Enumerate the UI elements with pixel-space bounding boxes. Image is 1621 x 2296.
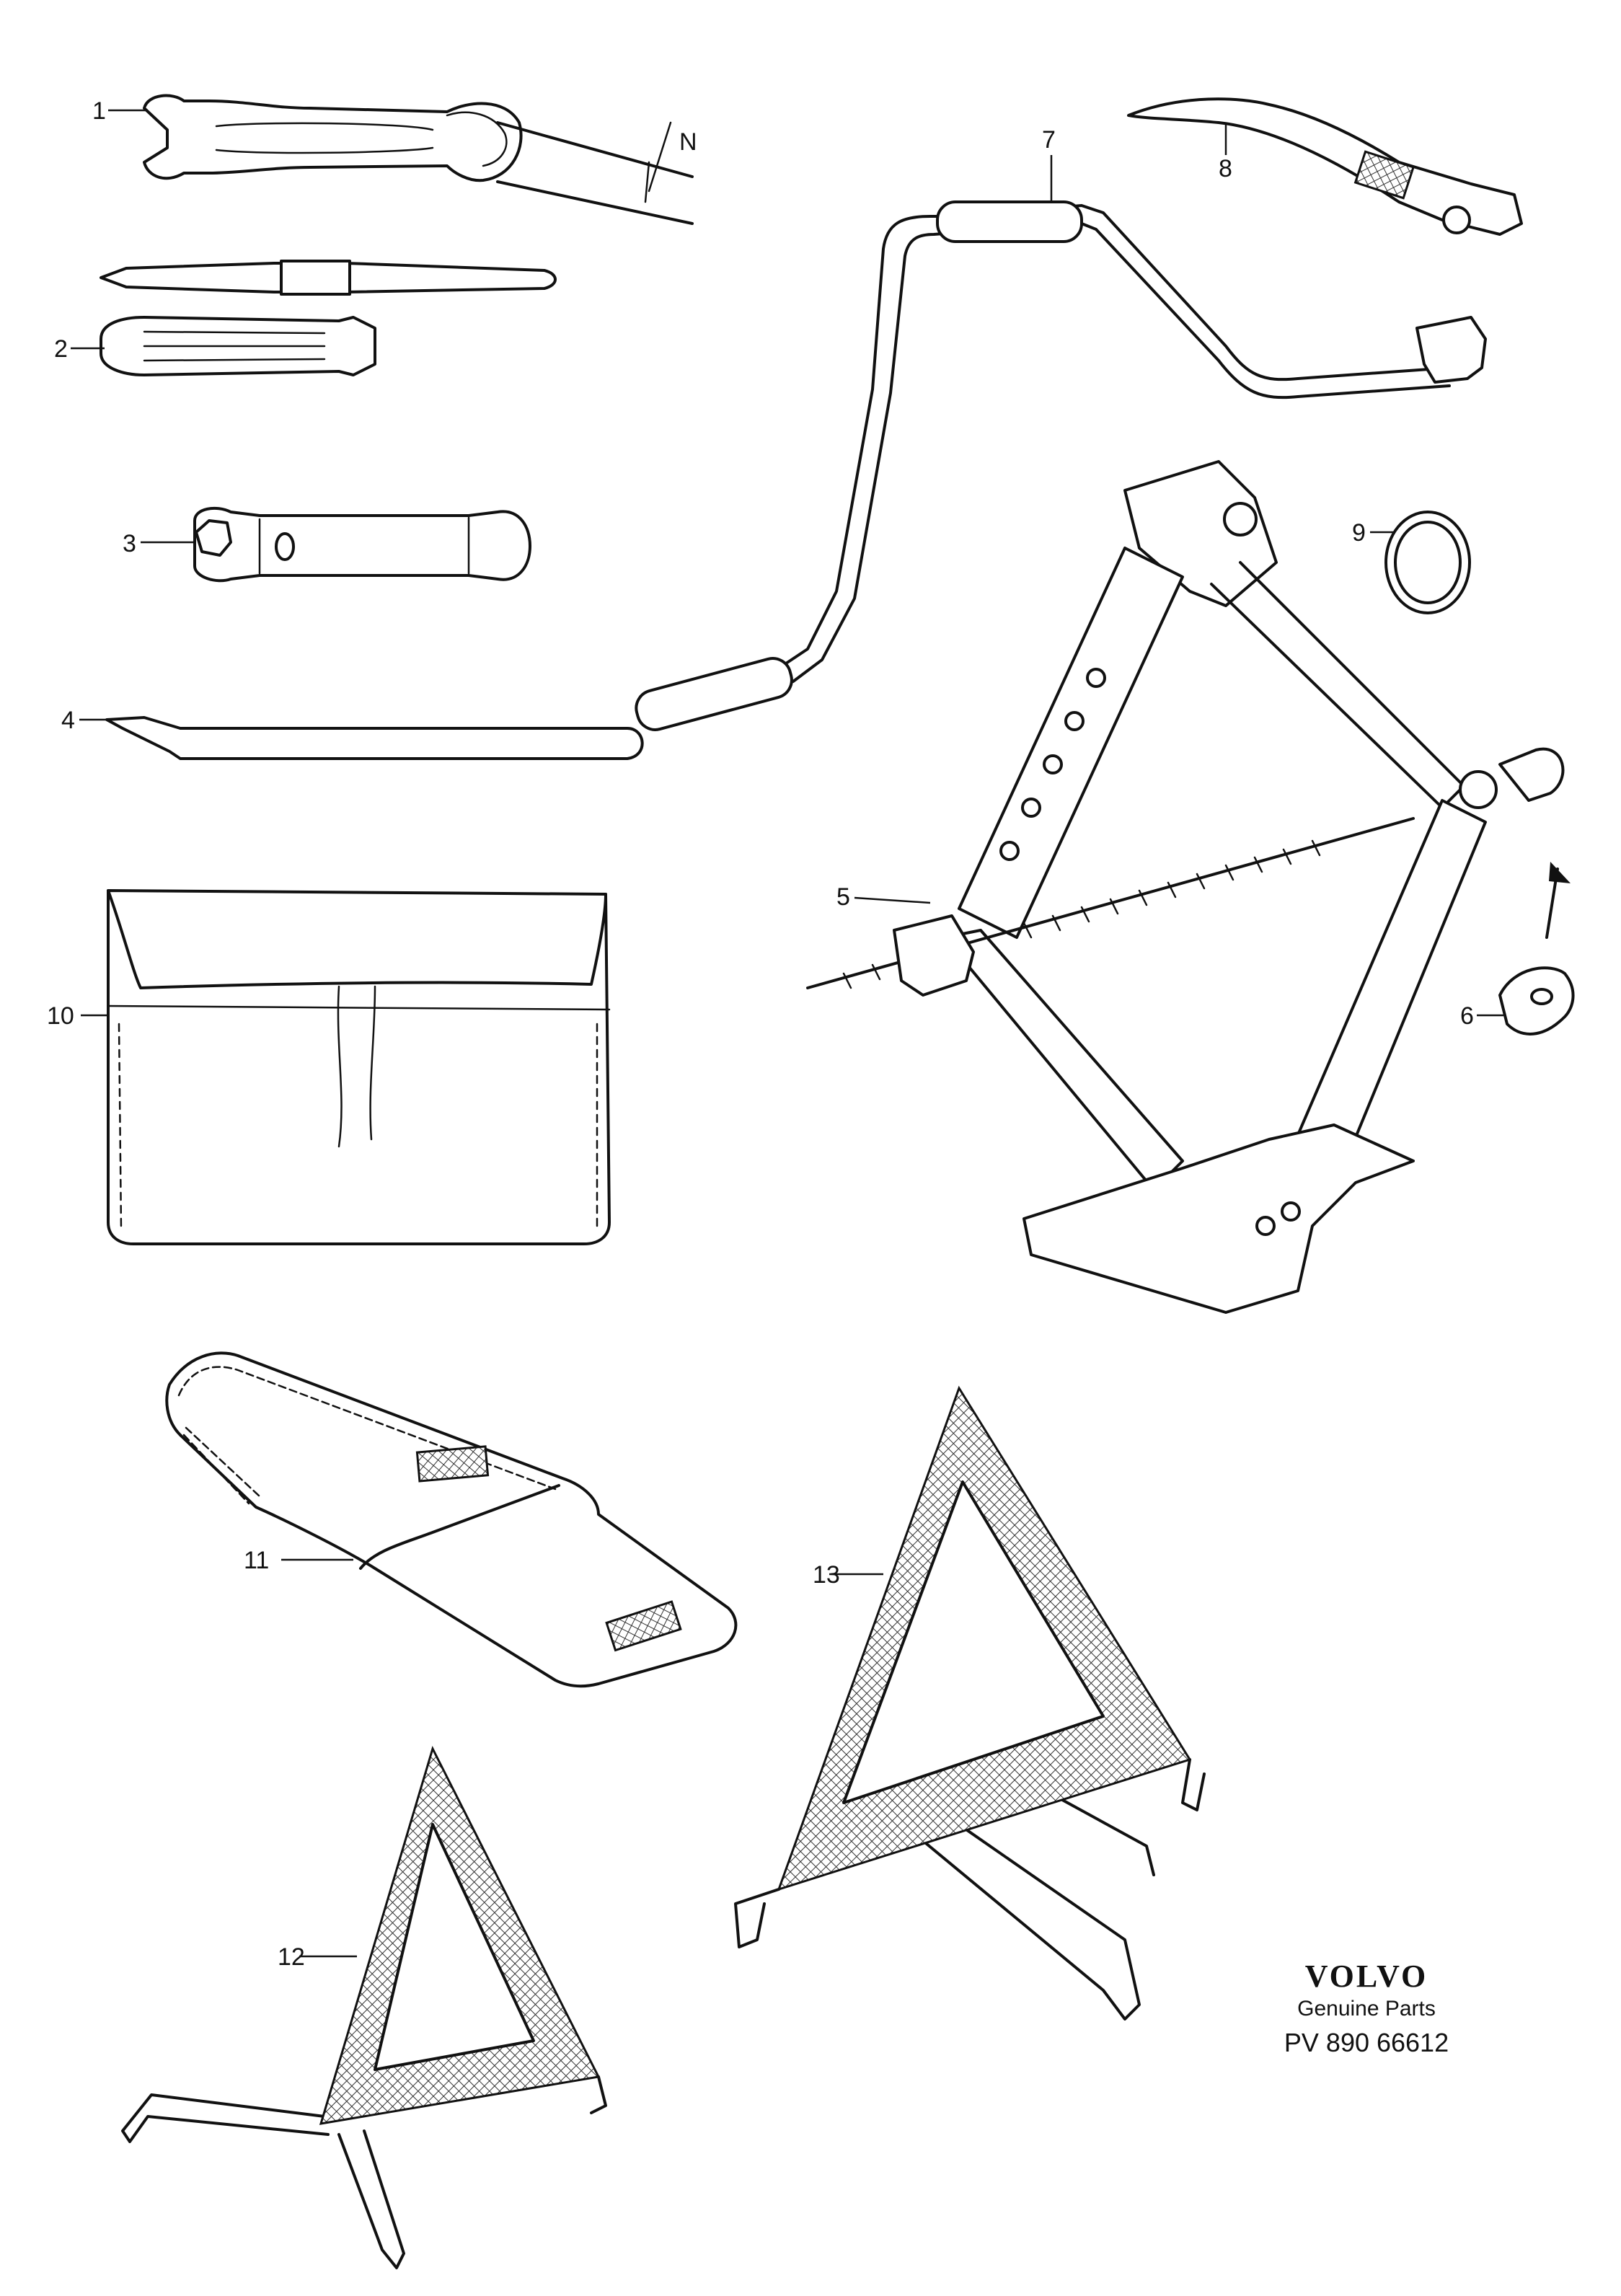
ring-illustration — [1384, 511, 1471, 614]
leader-line-5 — [854, 896, 931, 904]
dimension-letter-n: N — [679, 128, 697, 156]
wrench-illustration — [143, 94, 694, 225]
reference-number: PV 890 66612 — [1284, 2028, 1449, 2057]
callout-6: 6 — [1460, 1002, 1474, 1030]
callout-2: 2 — [54, 335, 68, 363]
large-warning-triangle-illustration — [734, 1385, 1206, 2021]
triangle-case-illustration — [165, 1351, 738, 1688]
callout-9: 9 — [1352, 519, 1366, 547]
crank-handle-illustration — [635, 200, 1487, 731]
callout-1: 1 — [92, 97, 106, 125]
knob-illustration — [1498, 862, 1575, 1036]
callout-10: 10 — [47, 1002, 74, 1030]
callout-5: 5 — [836, 883, 850, 911]
strap-illustration — [1127, 97, 1523, 236]
tyre-lever-illustration — [105, 716, 644, 760]
brand-subtitle: Genuine Parts — [1297, 1997, 1436, 2021]
scissor-jack-illustration — [806, 460, 1565, 1314]
screwdriver-illustration — [100, 260, 557, 376]
callout-4: 4 — [61, 707, 75, 734]
callout-7: 7 — [1042, 126, 1056, 154]
callout-11: 11 — [244, 1547, 269, 1574]
tool-bag-illustration — [107, 889, 611, 1245]
volvo-logo: VOLVO — [1305, 1959, 1428, 1994]
small-warning-triangle-illustration — [121, 1745, 607, 2269]
box-spanner-illustration — [193, 506, 531, 583]
callout-3: 3 — [123, 530, 136, 557]
callout-8: 8 — [1219, 155, 1232, 182]
